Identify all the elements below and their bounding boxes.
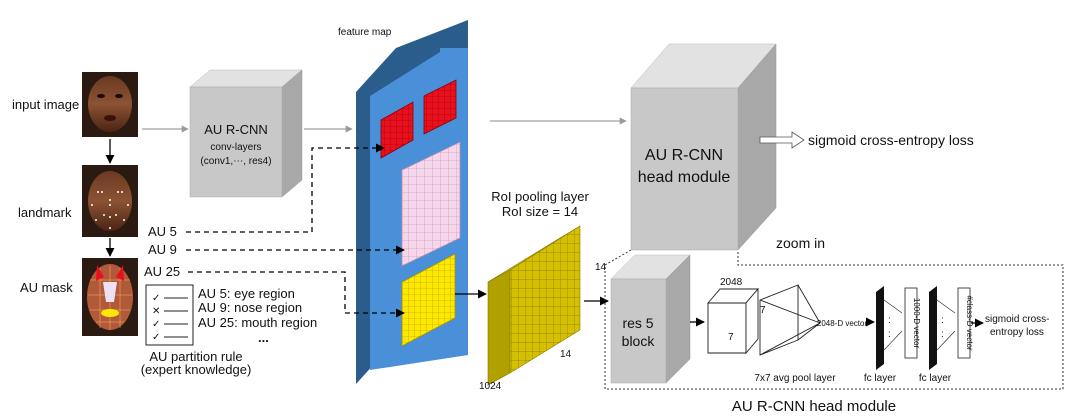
conv-layers-block: AU R-CNN conv-layers (conv1,⋯, res4) [189,69,303,198]
loss-top-label: sigmoid cross-entropy loss [808,132,974,148]
input-image-label: input image [12,97,79,112]
zoom-frame [604,249,1064,390]
partition-rule-document: ✓ ✕ ✓ ✓ [145,284,194,346]
vec-1000-label: 1000-D vector [912,298,921,349]
partition-title: AU partition rule [149,349,242,364]
feature-map-label: feature map [338,27,392,38]
svg-text::: : [941,315,944,326]
au25-label: AU 25 [144,264,180,279]
landmark-label: landmark [18,205,72,220]
bottom-head-module-title: AU R-CNN head module [732,398,896,415]
conv-line2: conv-layers [210,142,261,153]
res5-block: res 5 block [610,254,691,384]
loss-bottom-line2: entropy loss [990,327,1044,338]
rule-mark-1: ✓ [152,293,160,304]
mouth-region-features [401,253,456,347]
avg-pool-label: 7x7 avg pool layer [754,373,836,384]
res5-line1: res 5 [622,315,653,331]
rule-line-2: AU 9: nose region [198,300,302,315]
fc-layer-2-label: fc layer [919,373,952,384]
partition-subtitle: (expert knowledge) [141,362,252,377]
vec-2048-label: 2048-D vector [817,319,868,328]
svg-text::: : [941,329,944,340]
head-title-line2: head module [638,169,731,186]
loss-bottom-line1: sigmoid cross- [985,314,1049,325]
conv-line3: (conv1,⋯, res4) [200,156,271,167]
rule-mark-3: ✓ [152,319,160,330]
landmark-face-image [82,165,138,237]
fc-layer-2: : : [929,286,956,370]
vec-class-label: #class-D vector [965,295,974,350]
zoom-in-label: zoom in [776,235,825,251]
rule-mark-2: ✕ [152,306,160,317]
roi-dim-14-bottom: 14 [560,349,572,360]
eye-region-features [380,79,457,159]
au5-label: AU 5 [148,224,177,239]
svg-text::: : [888,329,891,340]
rule-dots: ... [258,330,269,345]
feature-cube-2048 [707,287,759,355]
head-title-line1: AU R-CNN [645,147,723,164]
rule-line-3: AU 25: mouth region [198,315,317,330]
rule-line-1: AU 5: eye region [198,286,295,301]
res5-line2: block [622,333,656,349]
input-face-image [82,72,138,137]
nose-region-features [401,141,461,267]
fc-layer-1: : : [876,286,903,370]
dim-2048: 2048 [720,277,743,288]
roi-title: RoI pooling layer [491,189,589,204]
dim-7-b: 7 [760,305,766,316]
head-module-block: AU R-CNN head module [630,43,777,251]
avg-pool-pyramid [759,284,821,356]
dim-7-a: 7 [728,332,734,343]
roi-size: RoI size = 14 [502,204,578,219]
roi-pooling-block [487,225,581,386]
vector-1000 [904,287,918,359]
au-mask-face-image [82,258,138,336]
au-mask-label: AU mask [20,280,73,295]
rule-mark-4: ✓ [152,332,160,343]
fc-layer-1-label: fc layer [864,373,897,384]
roi-dim-1024: 1024 [479,381,502,392]
svg-text::: : [888,315,891,326]
roi-dim-14-side: 14 [595,262,607,273]
conv-title: AU R-CNN [204,122,268,137]
au9-label: AU 9 [148,242,177,257]
vector-class [957,287,971,359]
